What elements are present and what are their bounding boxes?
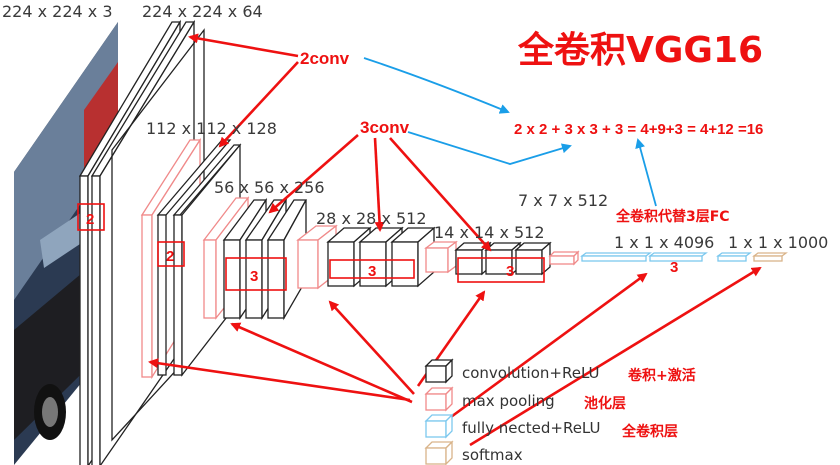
dim-224x64: 224 x 224 x 64 <box>142 2 263 21</box>
legend-conv-swatch <box>424 358 454 384</box>
dim-28: 28 x 28 x 512 <box>316 209 427 228</box>
legend-pool-label: max pooling <box>462 392 555 410</box>
annotation-boxes <box>77 203 545 291</box>
page-title: 全卷积VGG16 <box>517 29 763 71</box>
legend-conv-label: convolution+ReLU <box>462 364 600 382</box>
box-2a <box>77 203 105 231</box>
legend-cn-conv: 卷积+激活 <box>627 367 696 384</box>
label-2conv: 2conv <box>300 49 350 68</box>
legend: convolution+ReLU max pooling fully necte… <box>424 358 696 465</box>
box-2b <box>157 241 185 267</box>
dim-224x3: 224 x 224 x 3 <box>2 2 113 21</box>
box-2b-label: 2 <box>166 248 174 265</box>
label-3conv: 3conv <box>360 118 410 137</box>
fc-layers <box>580 252 752 262</box>
dim-1000: 1 x 1 x 1000 <box>728 233 828 252</box>
formula-text: 2 x 2 + 3 x 3 + 3 = 4+9+3 = 4+12 =16 <box>514 121 763 138</box>
legend-fc-label: fully nected+ReLU <box>462 419 601 437</box>
box-3b-label: 3 <box>368 263 376 280</box>
legend-softmax-swatch <box>424 440 454 465</box>
dim-4096: 1 x 1 x 4096 <box>614 233 714 252</box>
box-3b <box>329 259 415 279</box>
box-3c-label: 3 <box>506 263 514 280</box>
legend-pool-swatch <box>424 386 454 412</box>
pool-7 <box>548 250 580 266</box>
blue-arrows <box>363 57 657 207</box>
box-3a <box>225 257 287 291</box>
label-replace-fc: 全卷积代替3层FC <box>615 208 730 225</box>
red-arrows <box>148 33 762 447</box>
legend-cn-fc: 全卷积层 <box>621 423 678 440</box>
block-28 <box>296 224 436 290</box>
box-2a-label: 2 <box>86 211 94 228</box>
block-56 <box>202 196 308 321</box>
dim-14: 14 x 14 x 512 <box>434 223 545 242</box>
box-3c <box>457 257 545 283</box>
box-3a-label: 3 <box>250 268 258 285</box>
dim-56: 56 x 56 x 256 <box>214 178 325 197</box>
softmax-layer <box>752 252 788 262</box>
block-14 <box>424 240 552 276</box>
dim-7: 7 x 7 x 512 <box>518 191 608 210</box>
legend-softmax-label: softmax <box>462 446 523 464</box>
legend-fc-swatch <box>424 413 454 439</box>
fc-count-label: 3 <box>670 259 678 276</box>
dim-112: 112 x 112 x 128 <box>146 119 277 138</box>
legend-cn-pool: 池化层 <box>584 395 626 412</box>
